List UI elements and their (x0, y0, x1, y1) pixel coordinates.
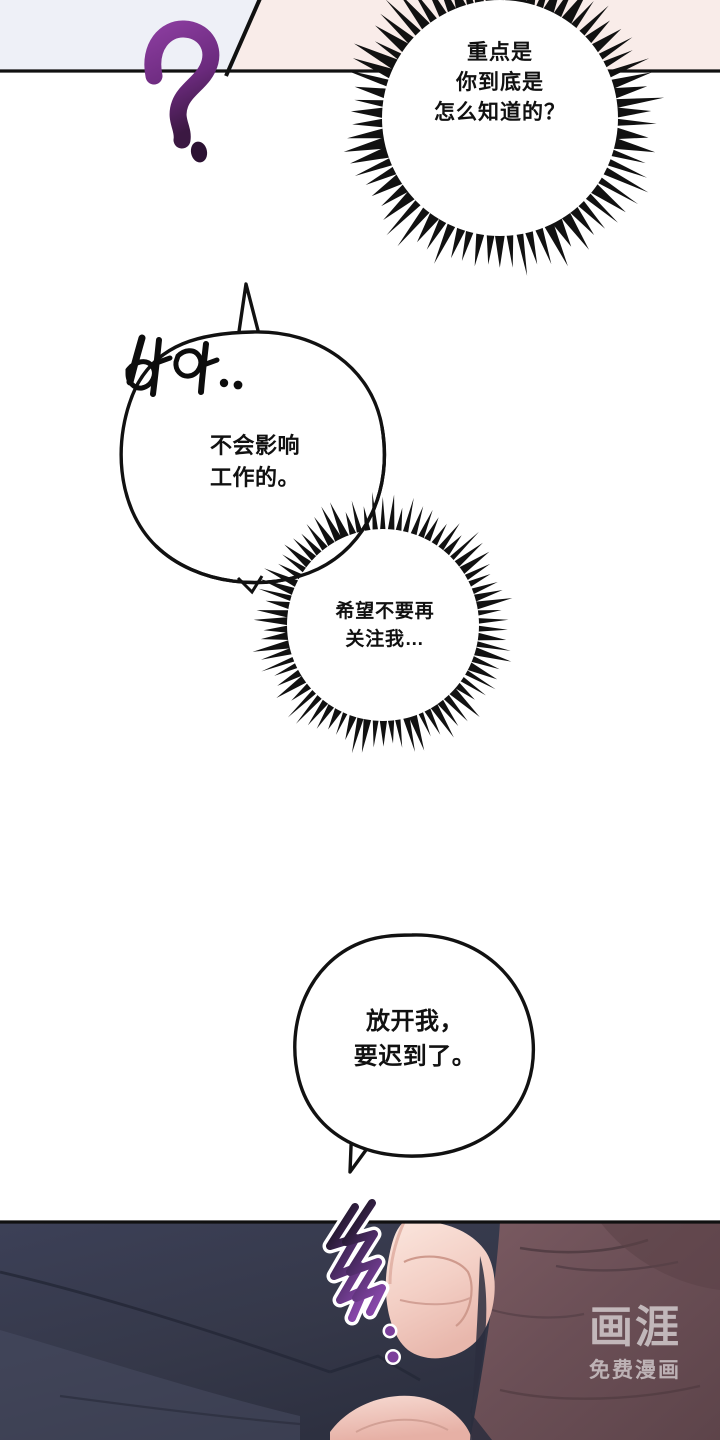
sleeve-fold-1 (0, 1270, 331, 1374)
bubble-3-body (287, 529, 479, 721)
finger-lower-crease (355, 1418, 449, 1433)
bubble-4-body (293, 933, 536, 1158)
jacket-shape (470, 1222, 720, 1440)
sleeve-fold-3 (59, 1394, 301, 1426)
top-panel-diagonal-edge (224, 0, 262, 77)
finger-lower (330, 1395, 472, 1440)
bubble-2-overlap-arc (154, 426, 387, 585)
sfx-korean-strokes (125, 334, 243, 397)
bubble-2-text: 不会影响 工作的。 (209, 433, 300, 490)
jacket-shadow-patch (600, 1222, 720, 1290)
bubble-3-text: 希望不要再 关注我… (335, 601, 435, 650)
thumb-crease (399, 1297, 471, 1306)
thumb-edge-shade (388, 1222, 406, 1285)
question-mark-stroke (144, 20, 220, 149)
gap-shadow (470, 1256, 492, 1440)
top-panel-left-fill (0, 0, 258, 71)
sleeve-fold-2 (329, 1354, 421, 1382)
zigzag-dots (382, 1323, 401, 1365)
bubble-4-text: 放开我， 要迟到了。 (353, 1008, 477, 1070)
thumb-nail-outline (403, 1255, 473, 1327)
thumb-shape (385, 1222, 495, 1359)
jacket-fold-3 (491, 1308, 585, 1319)
zigzag-strokes (326, 1199, 386, 1322)
jacket-lower-fold (499, 1384, 701, 1400)
bubble-1-text: 重点是 你到底是 怎么知道的？ (434, 41, 566, 124)
bubble-1-body (382, 0, 618, 236)
question-mark-dot (190, 141, 208, 163)
sleeve-highlight (0, 1330, 300, 1440)
